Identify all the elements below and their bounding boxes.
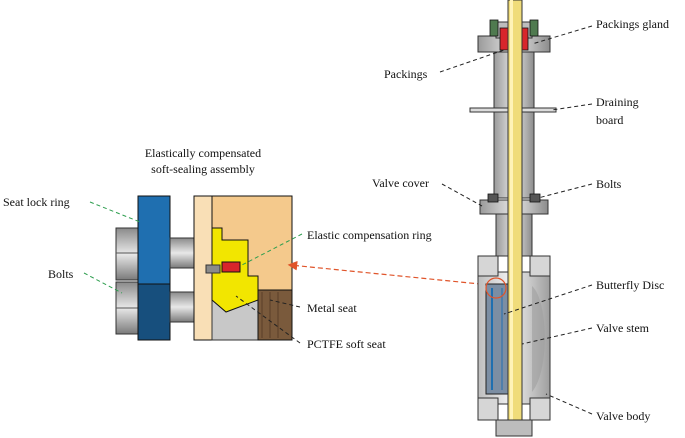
label-packings-gland: Packings gland: [596, 17, 669, 31]
label-seat-lock-ring: Seat lock ring: [3, 195, 70, 209]
label-draining-board-2: board: [596, 113, 623, 127]
label-valve-stem: Valve stem: [596, 321, 650, 335]
leader-packings-gland: [531, 25, 593, 45]
seat-lock-ring-shape: [137, 195, 171, 285]
pctfe-soft-seat-shape: [221, 261, 241, 273]
packings-shape-left: [499, 27, 509, 51]
label-metal-seat: Metal seat: [307, 301, 357, 315]
leader-valve-body: [545, 393, 593, 415]
leader-metal-seat: [269, 299, 301, 308]
detail-title-line1: Elastically compensated: [145, 146, 261, 160]
gland-bolt-left: [489, 19, 499, 37]
label-pctfe-seat: PCTFE soft seat: [307, 337, 386, 351]
seat-lock-ring-lower: [137, 283, 171, 341]
bolt-shaft-upper: [169, 237, 195, 269]
detail-pointer-arrow: [287, 260, 491, 286]
stem-foot: [495, 419, 533, 437]
label-bolts-right: Bolts: [596, 177, 622, 191]
butterfly-disc-shape: [485, 283, 509, 395]
label-bolts-left: Bolts: [48, 267, 74, 281]
detail-title-line2: soft-sealing assembly: [151, 162, 255, 176]
label-elastic-ring: Elastic compensation ring: [307, 228, 432, 242]
label-valve-cover: Valve cover: [372, 176, 429, 190]
leader-seat-lock-ring: [89, 201, 141, 223]
metal-seat-shape: [257, 289, 293, 341]
label-draining-board-1: Draining: [596, 95, 639, 109]
valve-assembly: Packings gland Packings Draining board V…: [372, 0, 669, 437]
gland-bolt-right: [529, 19, 539, 37]
label-packings: Packings: [384, 67, 428, 81]
leader-pctfe-seat: [235, 295, 301, 344]
label-butterfly-disc: Butterfly Disc: [596, 278, 664, 292]
leader-bolts-right: [537, 183, 593, 199]
bolt-head-upper: [115, 227, 139, 281]
leader-valve-cover: [441, 183, 483, 207]
bolt-shaft-lower: [169, 291, 195, 323]
leader-packings: [439, 49, 505, 73]
seal-detail-group: Elastically compensated soft-sealing ass…: [3, 146, 432, 351]
seal-location-marker: [485, 277, 507, 299]
leader-valve-stem: [521, 327, 593, 345]
leader-elastic-ring: [239, 233, 303, 267]
leader-bolts-left: [83, 272, 123, 294]
leader-butterfly-disc: [503, 284, 593, 315]
leader-draining-board: [551, 103, 593, 111]
label-valve-body: Valve body: [596, 409, 650, 423]
